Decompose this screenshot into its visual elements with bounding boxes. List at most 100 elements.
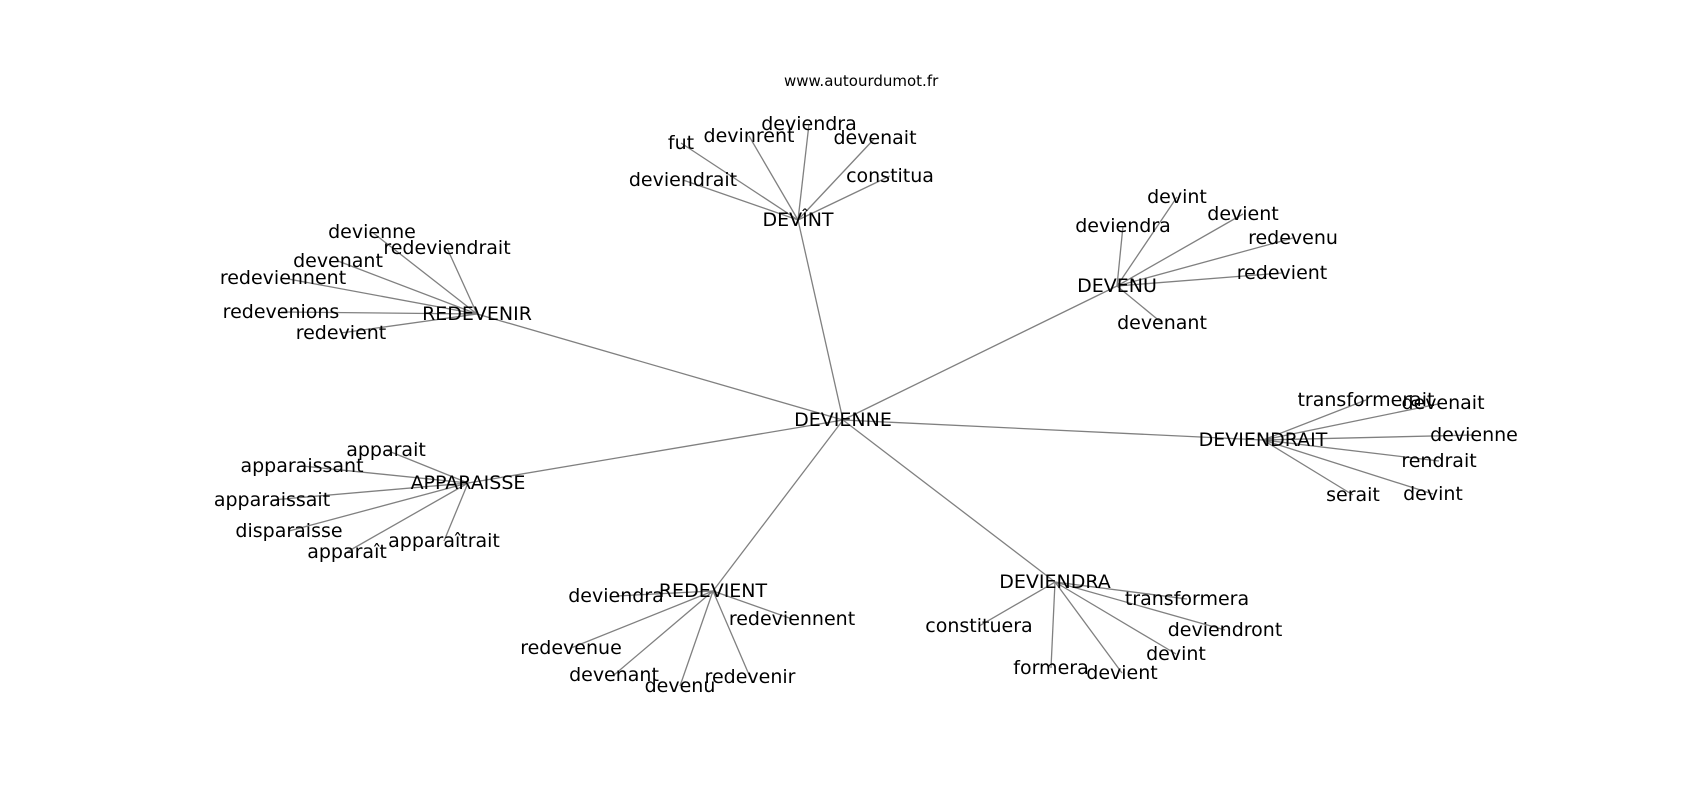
edge-hub-leaf (1116, 213, 1244, 287)
leaf-node[interactable]: constituera (925, 615, 1032, 637)
edge-center-hub (797, 219, 844, 421)
leaf-node[interactable]: devinrent (704, 125, 795, 147)
leaf-node[interactable]: devint (1147, 186, 1207, 208)
leaf-node[interactable]: devenant (293, 250, 383, 272)
hub-node[interactable]: DEVIENDRAIT (1199, 429, 1328, 451)
edge-center-hub (712, 419, 844, 592)
edge-hub-leaf (570, 590, 714, 649)
hub-node[interactable]: DEVIENDRA (999, 571, 1111, 593)
hub-node[interactable]: DEVÎNT (762, 208, 833, 231)
center-node[interactable]: DEVIENNE (794, 409, 892, 431)
edge-hub-leaf (337, 260, 478, 315)
leaf-node[interactable]: devint (1403, 483, 1463, 505)
edge-hub-leaf (797, 175, 891, 221)
leaf-node[interactable]: redevenions (223, 301, 340, 323)
edge-hub-leaf (288, 482, 469, 532)
edge-hub-leaf (682, 179, 799, 221)
leaf-node[interactable]: formera (1013, 657, 1088, 679)
leaf-node[interactable]: redevenir (705, 666, 796, 688)
leaf-node[interactable]: devenant (569, 664, 659, 686)
leaf-node[interactable]: devienne (1430, 424, 1518, 446)
graph-edges (271, 123, 1475, 687)
edge-hub-leaf (680, 142, 799, 221)
edge-hub-leaf (615, 590, 714, 597)
edge-hub-leaf (712, 590, 751, 678)
leaf-node[interactable]: deviendront (1168, 619, 1283, 641)
leaf-node[interactable]: deviendra (1075, 215, 1171, 237)
leaf-node[interactable]: devenait (1401, 392, 1484, 414)
leaf-node[interactable]: redevient (296, 322, 387, 344)
source-link[interactable]: www.autourdumot.fr (784, 72, 939, 90)
edge-hub-leaf (346, 482, 469, 553)
edge-hub-leaf (712, 590, 793, 620)
edge-hub-leaf (1262, 402, 1444, 441)
edge-hub-leaf (1116, 272, 1283, 287)
leaf-node[interactable]: redevenue (520, 637, 622, 659)
edge-hub-leaf (1050, 581, 1056, 669)
edge-hub-leaf (340, 313, 478, 334)
edge-hub-leaf (1262, 439, 1434, 495)
leaf-node[interactable]: constitua (846, 165, 934, 187)
edge-hub-leaf (1262, 439, 1354, 496)
leaf-node[interactable]: fut (668, 132, 694, 154)
edge-hub-leaf (978, 581, 1056, 627)
leaf-node[interactable]: devenu (645, 675, 716, 697)
edge-center-hub (467, 419, 844, 484)
edge-center-hub (842, 419, 1056, 583)
leaf-node[interactable]: devenait (833, 127, 916, 149)
edge-hub-leaf (748, 135, 799, 221)
edge-hub-leaf (301, 465, 469, 484)
leaf-node[interactable]: redevenu (1248, 227, 1338, 249)
edge-center-hub (842, 285, 1118, 421)
leaf-node[interactable]: apparaît (307, 541, 387, 563)
edge-hub-leaf (1116, 285, 1163, 324)
leaf-node[interactable]: devint (1146, 643, 1206, 665)
edge-hub-leaf (1116, 196, 1178, 287)
leaf-node[interactable]: serait (1326, 484, 1380, 506)
edge-hub-leaf (1054, 581, 1188, 600)
leaf-node[interactable]: redeviennent (220, 267, 346, 289)
edge-hub-leaf (280, 311, 478, 315)
leaf-node[interactable]: apparaissait (214, 489, 330, 511)
leaf-node[interactable]: apparaîtrait (388, 530, 500, 552)
edge-hub-leaf (1262, 439, 1440, 462)
leaf-node[interactable]: transformerait (1297, 389, 1434, 411)
leaf-node[interactable]: devient (1086, 662, 1157, 684)
edge-hub-leaf (385, 449, 469, 484)
hub-node[interactable]: APPARAISSE (411, 472, 526, 494)
edge-hub-leaf (1116, 225, 1124, 287)
hub-node[interactable]: REDEVENIR (422, 303, 532, 325)
leaf-node[interactable]: transformera (1125, 588, 1249, 610)
leaf-node[interactable]: devient (1207, 203, 1278, 225)
edge-hub-leaf (797, 137, 876, 221)
edge-hub-leaf (446, 247, 478, 315)
leaf-node[interactable]: redevient (1237, 262, 1328, 284)
leaf-node[interactable]: deviendrait (629, 169, 737, 191)
leaf-node[interactable]: deviendra (568, 585, 664, 607)
leaf-node[interactable]: redeviendrait (383, 237, 510, 259)
edge-hub-leaf (1116, 237, 1294, 287)
edge-hub-leaf (797, 123, 810, 221)
leaf-node[interactable]: apparaissant (240, 455, 363, 477)
leaf-node[interactable]: apparait (346, 439, 426, 461)
edge-center-hub (476, 313, 844, 421)
leaf-node[interactable]: devienne (328, 221, 416, 243)
edge-hub-leaf (271, 482, 469, 501)
edge-hub-leaf (679, 590, 714, 687)
edge-hub-leaf (282, 277, 478, 315)
leaf-node[interactable]: rendrait (1401, 450, 1476, 472)
edge-center-hub (842, 419, 1264, 441)
leaf-node[interactable]: deviendra (761, 113, 857, 135)
edge-hub-leaf (1054, 581, 1177, 655)
edge-hub-leaf (613, 590, 714, 676)
hub-node[interactable]: DEVENU (1077, 275, 1157, 297)
edge-hub-leaf (371, 231, 478, 315)
leaf-node[interactable]: disparaisse (235, 520, 342, 542)
edge-hub-leaf (1054, 581, 1123, 674)
leaf-node[interactable]: devenant (1117, 312, 1207, 334)
edge-hub-leaf (1054, 581, 1226, 631)
edge-hub-leaf (1262, 434, 1475, 441)
hub-node[interactable]: REDEVIENT (659, 580, 768, 602)
leaf-node[interactable]: redeviennent (729, 608, 855, 630)
